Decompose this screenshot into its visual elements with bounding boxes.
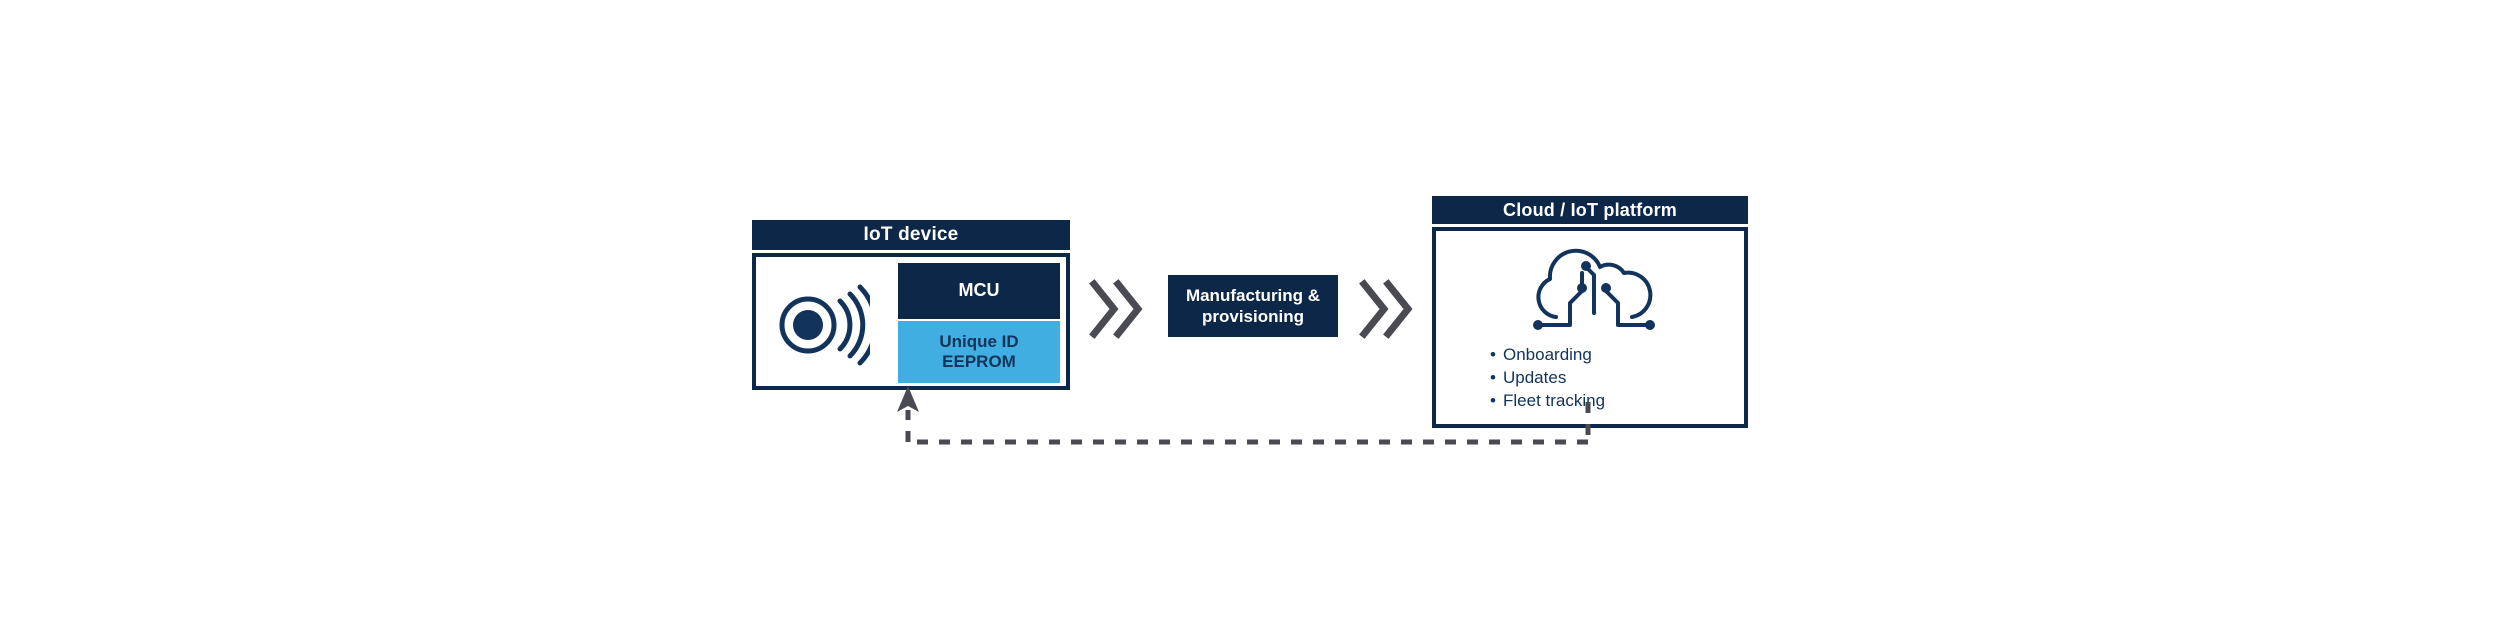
bullet-icon: • — [1490, 345, 1496, 364]
wireless-signal-icon — [774, 281, 879, 369]
mcu-block: MCU — [898, 263, 1060, 319]
list-item-label: Fleet tracking — [1503, 391, 1606, 411]
list-item-label: Onboarding — [1503, 345, 1592, 364]
list-item: • Fleet tracking — [1490, 389, 1605, 412]
list-item-label: Updates — [1503, 368, 1567, 388]
list-item: • Updates — [1490, 366, 1605, 389]
mfg-label-line1: Manufacturing & — [1185, 285, 1321, 305]
feedback-dashed-connector — [880, 384, 1620, 460]
eeprom-label-line2: EEPROM — [942, 352, 1016, 371]
bullet-icon: • — [1490, 391, 1496, 411]
bullet-icon: • — [1490, 368, 1496, 388]
iot-device-header: IoT device — [752, 220, 1070, 250]
eeprom-label-line1: Unique ID — [939, 331, 1019, 351]
cloud-platform-header: Cloud / IoT platform — [1432, 196, 1748, 224]
mfg-label-line2: provisioning — [1201, 307, 1304, 326]
manufacturing-provisioning-box: Manufacturing & provisioning — [1168, 275, 1338, 337]
double-chevron-right-icon-left — [1088, 276, 1146, 342]
unique-id-eeprom-block: Unique ID EEPROM — [898, 321, 1060, 383]
cloud-circuit-icon — [1524, 241, 1664, 337]
list-item: • Onboarding — [1490, 343, 1605, 366]
iot-device-panel: MCU Unique ID EEPROM — [752, 253, 1070, 390]
double-chevron-right-icon-right — [1358, 276, 1416, 342]
cloud-capabilities-list: • Onboarding • Updates • Fleet tracking — [1490, 343, 1605, 412]
